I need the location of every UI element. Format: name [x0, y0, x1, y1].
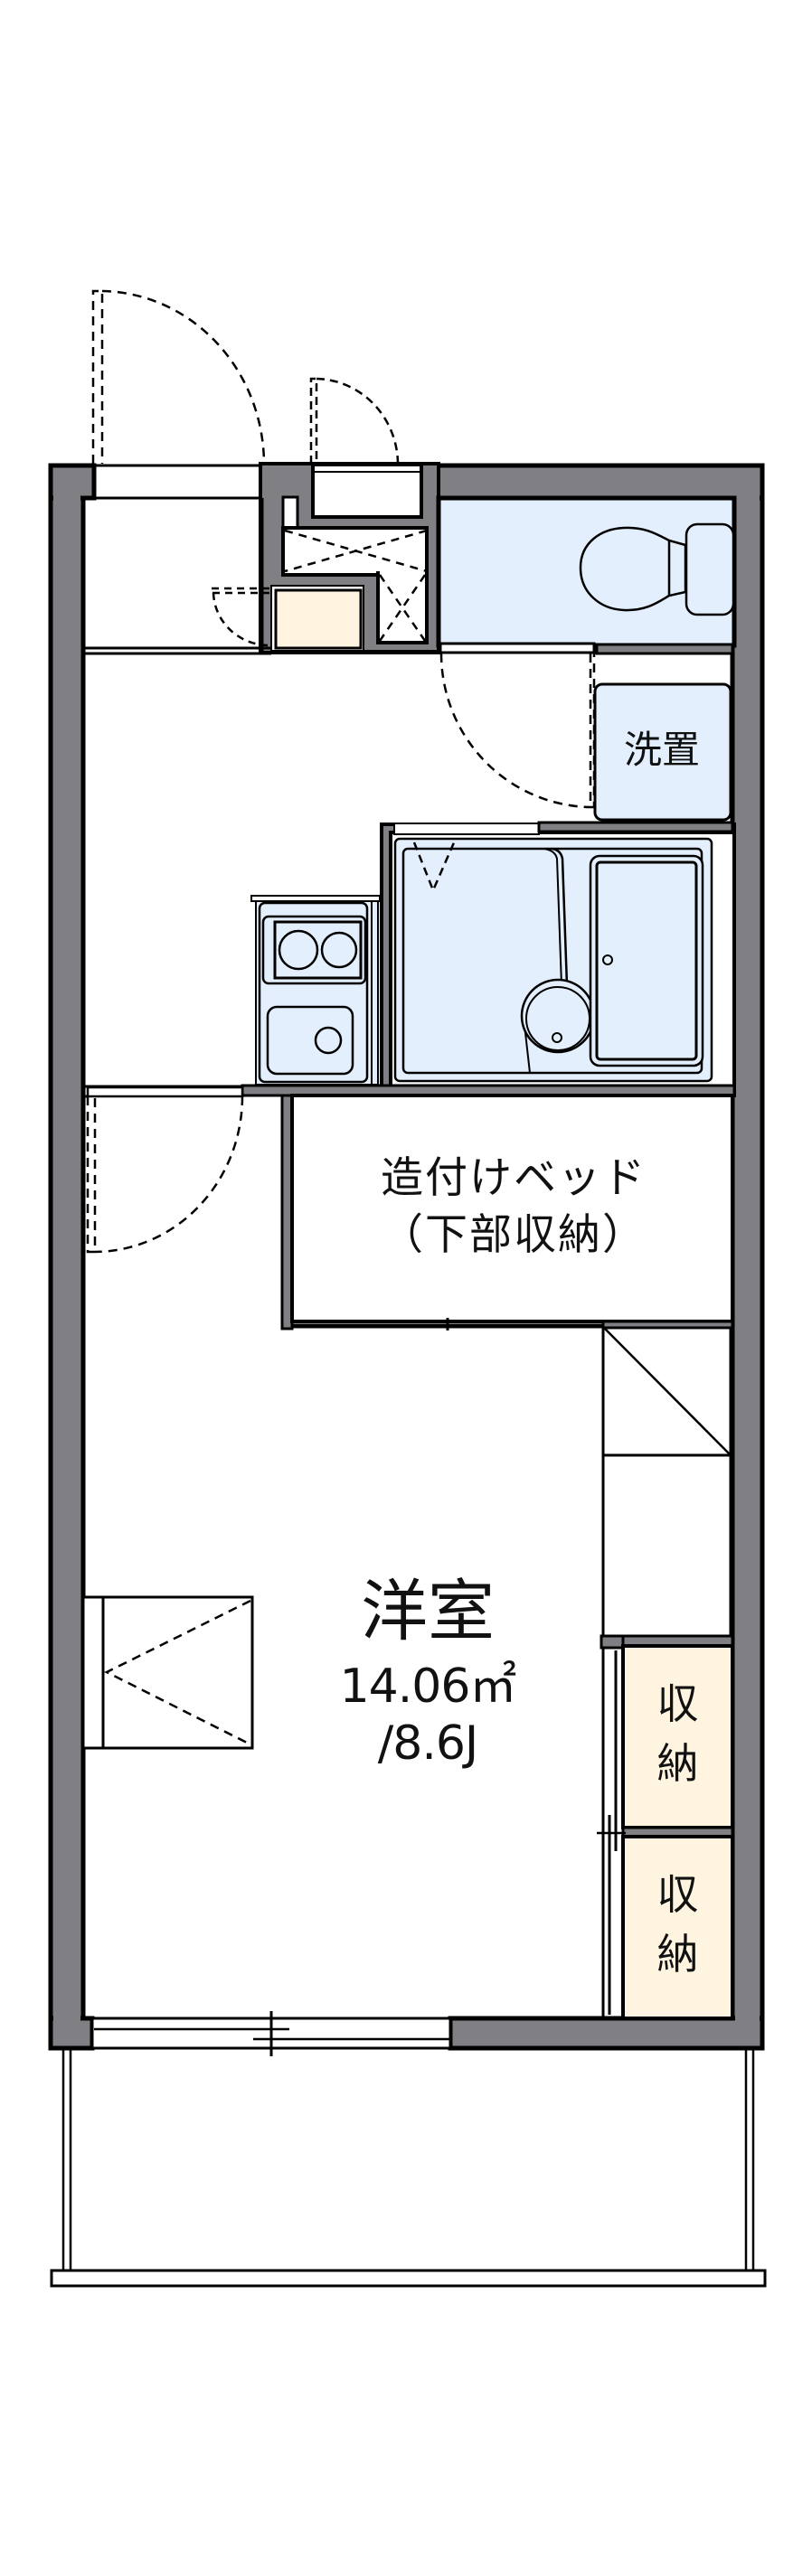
built-in-bed-sublabel: （下部収納）	[381, 1210, 647, 1260]
closet-1	[621, 1644, 734, 1829]
built-in-bed-label: 造付けベッド	[381, 1153, 647, 1203]
balcony-window	[90, 2011, 452, 2056]
entrance-step	[83, 496, 440, 655]
washer-space-label: 洗置	[623, 728, 700, 772]
closet-2-label-line1: 収	[656, 1870, 699, 1919]
shoe-closet-door-swing	[210, 587, 269, 647]
built-in-bed	[280, 1094, 734, 1330]
main-room-jo: /8.6J	[377, 1716, 479, 1771]
entrance-door-frame	[94, 464, 264, 500]
bay-window	[81, 1595, 254, 1750]
main-room-name: 洋室	[361, 1573, 495, 1650]
closet-2-label-line2: 納	[656, 1930, 699, 1979]
toilet-room	[436, 495, 737, 648]
kitchen-counter	[250, 895, 381, 1086]
room-door-swing	[86, 1095, 244, 1254]
toilet-door-swing	[439, 653, 596, 809]
main-room-area: 14.06㎡	[339, 1659, 517, 1714]
bath-room	[380, 823, 736, 1097]
closet-1-label-line2: 納	[656, 1739, 699, 1788]
balcony	[50, 2050, 767, 2288]
meter-door-swing	[309, 377, 400, 465]
closet-1-label-line1: 収	[656, 1679, 699, 1728]
washer-space	[593, 682, 732, 822]
entrance-door-swing	[91, 289, 266, 465]
mechanical-block	[259, 462, 440, 654]
storage-column	[601, 1326, 732, 1640]
closet-2	[621, 1835, 734, 2020]
closets	[597, 1634, 734, 2020]
shoe-closet	[274, 588, 363, 650]
